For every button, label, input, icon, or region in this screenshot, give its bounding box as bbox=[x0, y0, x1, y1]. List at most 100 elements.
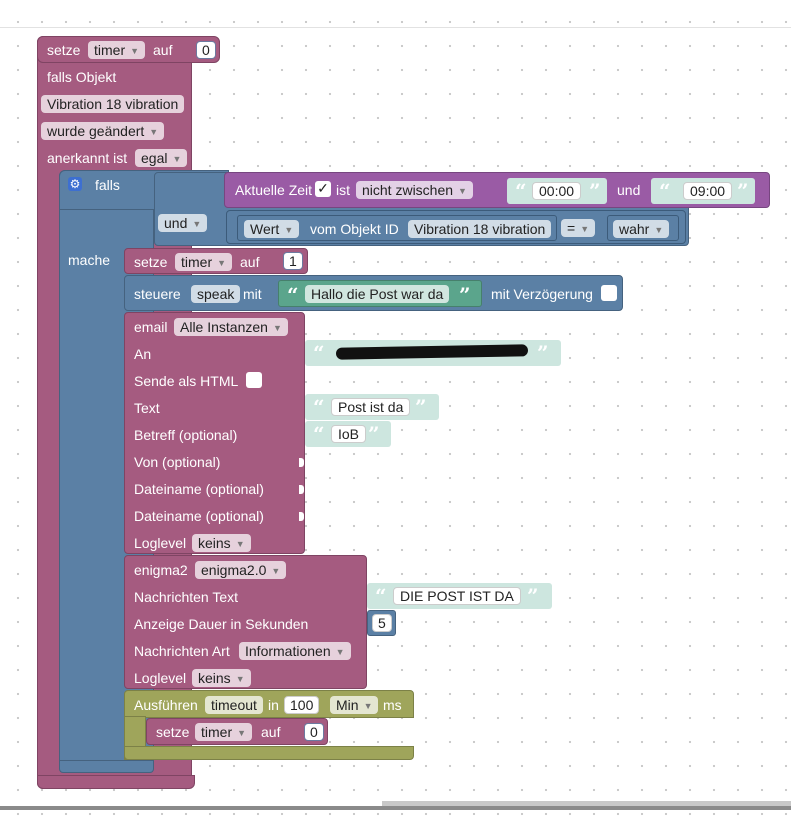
from-time-string[interactable]: “ 00:00 ” bbox=[507, 178, 607, 204]
from-time-field[interactable]: 00:00 bbox=[532, 182, 582, 200]
horizontal-scrollbar-thumb[interactable] bbox=[382, 801, 791, 807]
quote-close-icon: ” bbox=[589, 179, 601, 203]
message-text-string[interactable]: “ DIE POST IST DA ” bbox=[367, 583, 552, 609]
chevron-down-icon: ▼ bbox=[217, 258, 227, 269]
email-instance-dropdown[interactable]: Alle Instanzen▼ bbox=[174, 318, 288, 336]
to-time-field[interactable]: 09:00 bbox=[683, 182, 733, 200]
timer-value-field[interactable]: 0 bbox=[196, 41, 216, 59]
chevron-down-icon: ▼ bbox=[271, 566, 281, 577]
value-attr-dropdown[interactable]: Wert▼ bbox=[244, 220, 300, 238]
chevron-down-icon: ▼ bbox=[363, 701, 373, 712]
set-timer-outer-block[interactable]: setze timer▼ auf 0 bbox=[37, 36, 220, 63]
enigma2-loglevel-dropdown[interactable]: keins▼ bbox=[192, 669, 251, 687]
quote-open-icon: “ bbox=[515, 179, 527, 203]
set-label: setze bbox=[47, 42, 81, 58]
timeout-block[interactable]: Ausführen timeout in 100 Min▼ ms bbox=[124, 690, 414, 718]
chevron-down-icon: ▼ bbox=[284, 225, 294, 236]
text-label: Text bbox=[134, 400, 160, 416]
text-string[interactable]: “ Post ist da ” bbox=[305, 394, 439, 420]
duration-label: Anzeige Dauer in Sekunden bbox=[134, 616, 309, 632]
timeout-name-field[interactable]: timeout bbox=[205, 696, 263, 714]
gear-icon[interactable]: ⚙ bbox=[68, 177, 82, 191]
to-recipient-label: An bbox=[134, 346, 152, 362]
is-label: ist bbox=[336, 182, 350, 198]
chevron-down-icon: ▼ bbox=[335, 647, 345, 658]
chevron-down-icon: ▼ bbox=[580, 224, 590, 235]
and-operator-dropdown[interactable]: und▼ bbox=[158, 214, 208, 232]
chevron-down-icon: ▼ bbox=[130, 46, 140, 57]
and-time-label: und bbox=[617, 182, 641, 198]
timer-var-dropdown[interactable]: timer▼ bbox=[175, 253, 233, 271]
filename-2-label: Dateiname (optional) bbox=[134, 508, 264, 524]
if-block-bottom bbox=[59, 760, 154, 773]
quote-close-icon: ” bbox=[415, 395, 427, 419]
boolean-dropdown[interactable]: wahr▼ bbox=[613, 220, 670, 238]
workspace-top-border bbox=[0, 27, 791, 28]
subject-field[interactable]: IoB bbox=[331, 425, 367, 443]
quote-close-icon: ” bbox=[368, 422, 380, 446]
to-time-string[interactable]: “ 09:00 ” bbox=[651, 178, 755, 204]
text-field[interactable]: Post ist da bbox=[331, 398, 411, 416]
filename-1-label: Dateiname (optional) bbox=[134, 481, 264, 497]
from-label: Von (optional) bbox=[134, 454, 221, 470]
duration-field[interactable]: 5 bbox=[372, 614, 392, 632]
execute-label: Ausführen bbox=[134, 697, 198, 713]
subject-label: Betreff (optional) bbox=[134, 427, 238, 443]
time-condition-block[interactable]: Aktuelle Zeit ✓ ist nicht zwischen▼ “ 00… bbox=[224, 172, 770, 208]
trigger-title: falls Objekt bbox=[47, 69, 117, 85]
email-loglevel-dropdown[interactable]: keins▼ bbox=[192, 534, 251, 552]
time-checkbox[interactable]: ✓ bbox=[315, 181, 331, 197]
control-speak-block[interactable]: steuere speak mit “ Hallo die Post war d… bbox=[124, 275, 623, 311]
timer-value-field[interactable]: 0 bbox=[304, 723, 324, 741]
timer-var-dropdown[interactable]: timer▼ bbox=[195, 723, 253, 741]
time-mode-dropdown[interactable]: nicht zwischen▼ bbox=[356, 181, 473, 199]
chevron-down-icon: ▼ bbox=[172, 154, 182, 165]
enigma2-instance-dropdown[interactable]: enigma2.0▼ bbox=[195, 561, 287, 579]
boolean-block[interactable]: wahr▼ bbox=[607, 215, 679, 241]
set-timer-timeout-block[interactable]: setze timer▼ auf 0 bbox=[146, 718, 328, 745]
message-type-dropdown[interactable]: Informationen▼ bbox=[239, 642, 351, 660]
duration-number-block[interactable]: 5 bbox=[367, 610, 396, 636]
message-type-label: Nachrichten Art bbox=[134, 643, 230, 659]
delay-checkbox[interactable] bbox=[601, 285, 617, 301]
compare-op-dropdown[interactable]: =▼ bbox=[561, 219, 596, 237]
set-timer-inner-block[interactable]: setze timer▼ auf 1 bbox=[124, 248, 308, 274]
quote-open-icon: “ bbox=[659, 179, 671, 203]
timeout-value-field[interactable]: 100 bbox=[284, 696, 320, 714]
compare-block[interactable]: Wert▼ vom Objekt ID Vibration 18 vibrati… bbox=[226, 210, 686, 244]
subject-string[interactable]: “ IoB ” bbox=[305, 421, 391, 447]
ack-dropdown[interactable]: egal▼ bbox=[135, 149, 188, 167]
quote-open-icon: “ bbox=[375, 584, 387, 608]
speak-target-field[interactable]: speak bbox=[191, 285, 241, 303]
object-id-field[interactable]: Vibration 18 vibration bbox=[408, 220, 552, 238]
message-text-label: Nachrichten Text bbox=[134, 589, 239, 605]
of-object-label: vom Objekt ID bbox=[310, 221, 399, 237]
send-html-label: Sende als HTML bbox=[134, 373, 239, 389]
event-block-bottom bbox=[37, 775, 195, 789]
quote-open-icon: “ bbox=[287, 283, 299, 307]
email-block[interactable]: email Alle Instanzen▼ An Sende als HTML … bbox=[124, 312, 305, 554]
speak-text-field[interactable]: Hallo die Post war da bbox=[305, 285, 450, 303]
if-label: falls bbox=[95, 177, 120, 193]
trigger-condition-dropdown[interactable]: wurde geändert▼ bbox=[41, 122, 165, 140]
quote-close-icon: ” bbox=[737, 179, 749, 203]
ms-label: ms bbox=[383, 697, 402, 713]
message-text-field[interactable]: DIE POST IST DA bbox=[393, 587, 521, 605]
enigma2-block[interactable]: enigma2 enigma2.0▼ Nachrichten Text Anze… bbox=[124, 555, 367, 689]
chevron-down-icon: ▼ bbox=[654, 225, 664, 236]
speak-text-string[interactable]: “ Hallo die Post war da ” bbox=[278, 280, 482, 307]
horizontal-scrollbar[interactable] bbox=[0, 806, 791, 810]
quote-open-icon: “ bbox=[313, 395, 325, 419]
chevron-down-icon: ▼ bbox=[272, 323, 282, 334]
value-of-object-block[interactable]: Wert▼ vom Objekt ID Vibration 18 vibrati… bbox=[237, 215, 557, 241]
to-label: auf bbox=[153, 42, 173, 58]
timer-value-field[interactable]: 1 bbox=[283, 252, 303, 270]
timeout-unit-dropdown[interactable]: Min▼ bbox=[330, 696, 379, 714]
enigma2-label: enigma2 bbox=[134, 562, 188, 578]
timer-var-dropdown[interactable]: timer▼ bbox=[88, 41, 146, 59]
chevron-down-icon: ▼ bbox=[149, 127, 159, 138]
trigger-object-field[interactable]: Vibration 18 vibration bbox=[41, 95, 185, 113]
input-socket bbox=[299, 485, 304, 494]
send-html-checkbox[interactable] bbox=[246, 372, 262, 388]
email-loglevel-label: Loglevel bbox=[134, 535, 187, 551]
